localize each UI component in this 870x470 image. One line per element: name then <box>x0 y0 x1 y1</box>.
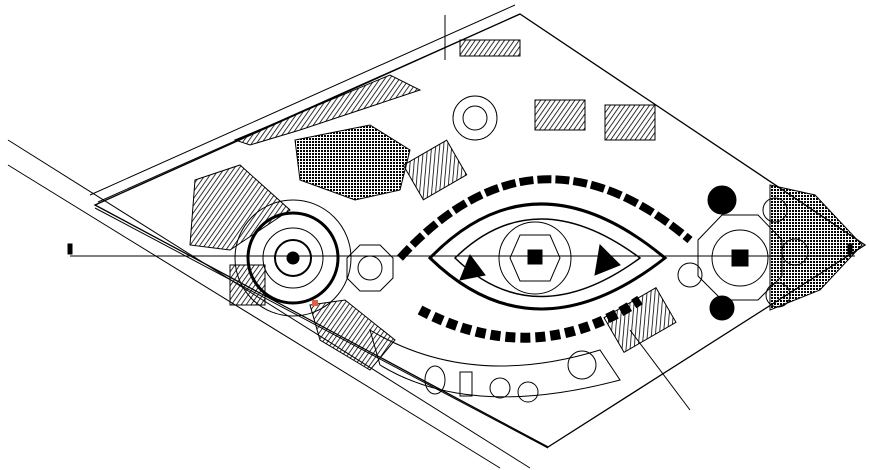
lower-road <box>7 139 549 469</box>
plaza-hatch-left <box>189 164 291 251</box>
circular-pavilion <box>234 199 352 317</box>
plaza-hatch-bottom <box>309 299 396 371</box>
planting-area-right <box>769 184 863 311</box>
right-pavilion <box>677 185 809 321</box>
planting-area-top <box>233 74 422 146</box>
top-building-blocks <box>402 39 656 201</box>
planting-area-dotted <box>294 124 411 201</box>
site-boundary <box>93 13 867 448</box>
bottom-rooms <box>229 264 677 403</box>
octagon-gazebo <box>346 244 394 292</box>
axis-marker-left <box>67 243 73 255</box>
